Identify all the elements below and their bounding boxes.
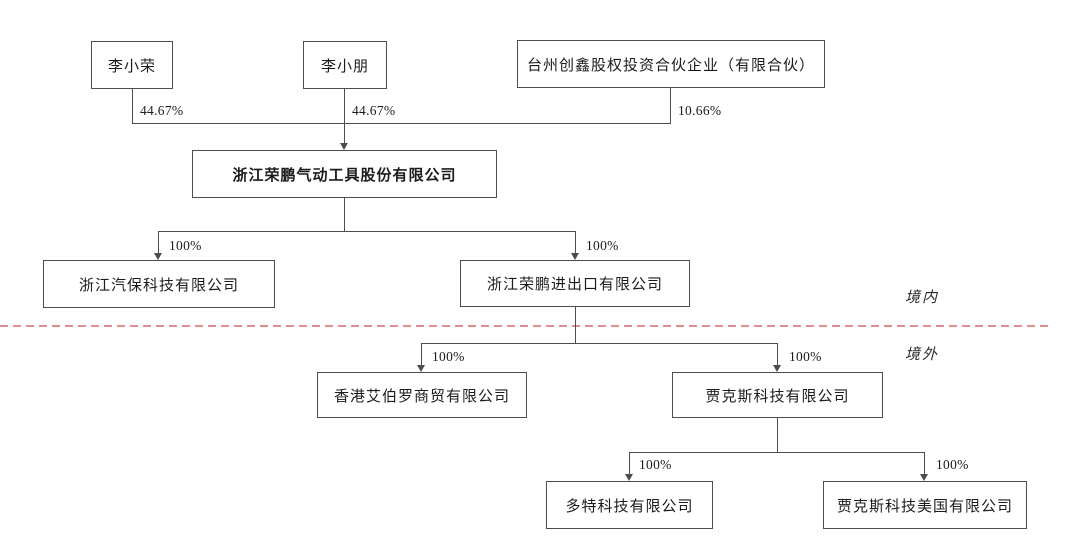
connector-hongkong-down xyxy=(421,343,422,367)
pct-import-export: 100% xyxy=(586,238,619,253)
pct-jiakesi-usa: 100% xyxy=(936,457,969,472)
arrow-down-icon xyxy=(625,474,633,481)
connector-shareholders-bus xyxy=(132,123,671,124)
connector-import-export-down xyxy=(575,231,576,255)
connector-jiakesi-children-bus xyxy=(629,452,925,453)
connector-taizhou-down xyxy=(670,88,671,124)
arrow-down-icon xyxy=(154,253,162,260)
node-jiakesi-usa: 贾克斯科技美国有限公司 xyxy=(823,481,1027,529)
arrow-down-icon xyxy=(417,365,425,372)
connector-qibao-down xyxy=(158,231,159,255)
pct-li-xiaopeng: 44.67% xyxy=(352,103,396,118)
connector-import-export-to-overseas xyxy=(575,307,576,344)
connector-jiakesi-down xyxy=(777,343,778,367)
node-hongkong-aiboluo: 香港艾伯罗商贸有限公司 xyxy=(317,372,527,418)
node-rongpeng-import-export: 浙江荣鹏进出口有限公司 xyxy=(460,260,690,307)
region-label-overseas: 境外 xyxy=(905,347,940,363)
node-zhejiang-qibao: 浙江汽保科技有限公司 xyxy=(43,260,275,308)
arrow-down-icon xyxy=(571,253,579,260)
connector-subsidiaries-bus xyxy=(158,231,576,232)
node-rongpeng-parent: 浙江荣鹏气动工具股份有限公司 xyxy=(192,150,497,198)
pct-hongkong: 100% xyxy=(432,349,465,364)
domestic-overseas-divider xyxy=(0,325,1048,327)
pct-li-xiaorong: 44.67% xyxy=(140,103,184,118)
pct-duote: 100% xyxy=(639,457,672,472)
node-taizhou-chuangxin: 台州创鑫股权投资合伙企业（有限合伙） xyxy=(517,40,825,88)
node-duote-tech: 多特科技有限公司 xyxy=(546,481,713,529)
connector-jiakesi-to-children xyxy=(777,418,778,453)
connector-jiakesi-usa-down xyxy=(924,452,925,476)
pct-jiakesi: 100% xyxy=(789,349,822,364)
pct-taizhou: 10.66% xyxy=(678,103,722,118)
connector-li-xiaorong-down xyxy=(132,89,133,124)
connector-overseas-bus xyxy=(421,343,778,344)
connector-li-xiaopeng-down xyxy=(344,89,345,145)
arrow-down-icon xyxy=(920,474,928,481)
pct-qibao: 100% xyxy=(169,238,202,253)
node-li-xiaopeng: 李小朋 xyxy=(303,41,387,89)
node-li-xiaorong: 李小荣 xyxy=(91,41,173,89)
node-jiakesi-tech: 贾克斯科技有限公司 xyxy=(672,372,883,418)
connector-duote-down xyxy=(629,452,630,476)
arrow-down-icon xyxy=(340,143,348,150)
arrow-down-icon xyxy=(773,365,781,372)
region-label-domestic: 境内 xyxy=(905,290,940,306)
connector-parent-down xyxy=(344,198,345,232)
